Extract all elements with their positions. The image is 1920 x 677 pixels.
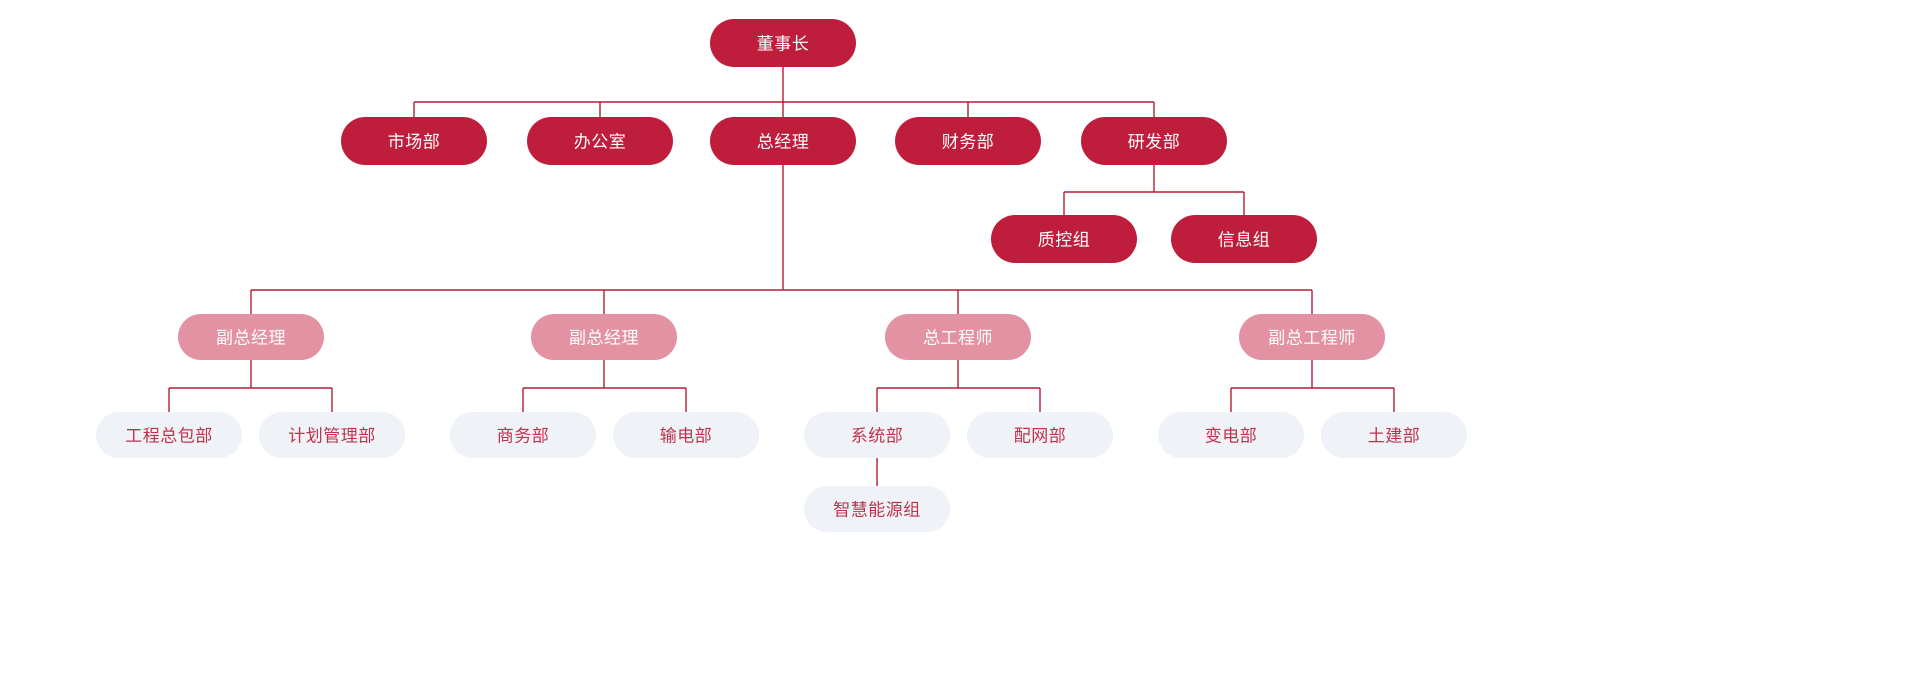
node-label: 配网部 xyxy=(1014,427,1067,446)
node-label: 研发部 xyxy=(1128,133,1181,152)
node-shape[interactable] xyxy=(531,314,677,360)
node-label: 商务部 xyxy=(497,427,550,446)
node-shape[interactable] xyxy=(341,117,487,165)
node-label: 董事长 xyxy=(757,35,810,54)
node-shape[interactable] xyxy=(967,412,1113,458)
node-label: 工程总包部 xyxy=(125,427,213,446)
org-node-planning[interactable]: 计划管理部 xyxy=(259,412,405,458)
node-shape[interactable] xyxy=(1158,412,1304,458)
node-label: 财务部 xyxy=(942,133,995,152)
node-label: 土建部 xyxy=(1368,427,1421,446)
connector-group-deputy-gm-1 xyxy=(168,360,333,412)
node-label: 总工程师 xyxy=(923,329,993,348)
node-label: 副总工程师 xyxy=(1268,329,1356,348)
node-shape[interactable] xyxy=(96,412,242,458)
node-label: 变电部 xyxy=(1205,427,1258,446)
connector-group-chairman xyxy=(413,67,1155,117)
org-node-marketing[interactable]: 市场部 xyxy=(341,117,487,165)
node-shape[interactable] xyxy=(885,314,1031,360)
node-shape[interactable] xyxy=(1321,412,1467,458)
org-node-rnd[interactable]: 研发部 xyxy=(1081,117,1227,165)
org-node-commerce[interactable]: 商务部 xyxy=(450,412,596,458)
node-shape[interactable] xyxy=(1171,215,1317,263)
node-label: 智慧能源组 xyxy=(833,501,921,520)
connector-group-deputy-gm-2 xyxy=(522,360,687,412)
org-node-deputy-gm-2[interactable]: 副总经理 xyxy=(531,314,677,360)
node-shape[interactable] xyxy=(804,412,950,458)
connector-layer xyxy=(168,67,1395,486)
org-node-distribution[interactable]: 配网部 xyxy=(967,412,1113,458)
org-node-deputy-chief-engineer[interactable]: 副总工程师 xyxy=(1239,314,1385,360)
connector-group-rnd xyxy=(1063,165,1245,215)
node-label: 系统部 xyxy=(851,427,904,446)
node-label: 办公室 xyxy=(574,133,627,152)
org-node-gm[interactable]: 总经理 xyxy=(710,117,856,165)
node-shape[interactable] xyxy=(527,117,673,165)
node-label: 市场部 xyxy=(388,133,441,152)
org-node-deputy-gm-1[interactable]: 副总经理 xyxy=(178,314,324,360)
org-node-smart-energy[interactable]: 智慧能源组 xyxy=(804,486,950,532)
org-node-system[interactable]: 系统部 xyxy=(804,412,950,458)
org-node-finance[interactable]: 财务部 xyxy=(895,117,1041,165)
node-label: 信息组 xyxy=(1218,231,1271,250)
node-shape[interactable] xyxy=(804,486,950,532)
node-shape[interactable] xyxy=(710,19,856,67)
org-node-chairman[interactable]: 董事长 xyxy=(710,19,856,67)
org-node-substation[interactable]: 变电部 xyxy=(1158,412,1304,458)
org-node-transmission[interactable]: 输电部 xyxy=(613,412,759,458)
node-shape[interactable] xyxy=(895,117,1041,165)
org-node-office[interactable]: 办公室 xyxy=(527,117,673,165)
node-shape[interactable] xyxy=(1081,117,1227,165)
org-node-chief-engineer[interactable]: 总工程师 xyxy=(885,314,1031,360)
node-label: 计划管理部 xyxy=(288,427,376,446)
node-shape[interactable] xyxy=(613,412,759,458)
connector-group-deputy-chief-engineer xyxy=(1230,360,1395,412)
node-shape[interactable] xyxy=(178,314,324,360)
node-label: 副总经理 xyxy=(216,329,286,348)
node-shape[interactable] xyxy=(991,215,1137,263)
org-node-info[interactable]: 信息组 xyxy=(1171,215,1317,263)
node-shape[interactable] xyxy=(259,412,405,458)
node-label: 质控组 xyxy=(1038,231,1091,250)
org-node-qc[interactable]: 质控组 xyxy=(991,215,1137,263)
node-shape[interactable] xyxy=(450,412,596,458)
node-label: 总经理 xyxy=(757,133,810,152)
org-node-civil[interactable]: 土建部 xyxy=(1321,412,1467,458)
node-label: 副总经理 xyxy=(569,329,639,348)
connector-group-chief-engineer xyxy=(876,360,1041,412)
connector-group-gm xyxy=(250,165,1313,314)
node-shape[interactable] xyxy=(710,117,856,165)
node-label: 输电部 xyxy=(660,427,713,446)
node-shape[interactable] xyxy=(1239,314,1385,360)
org-node-epc[interactable]: 工程总包部 xyxy=(96,412,242,458)
